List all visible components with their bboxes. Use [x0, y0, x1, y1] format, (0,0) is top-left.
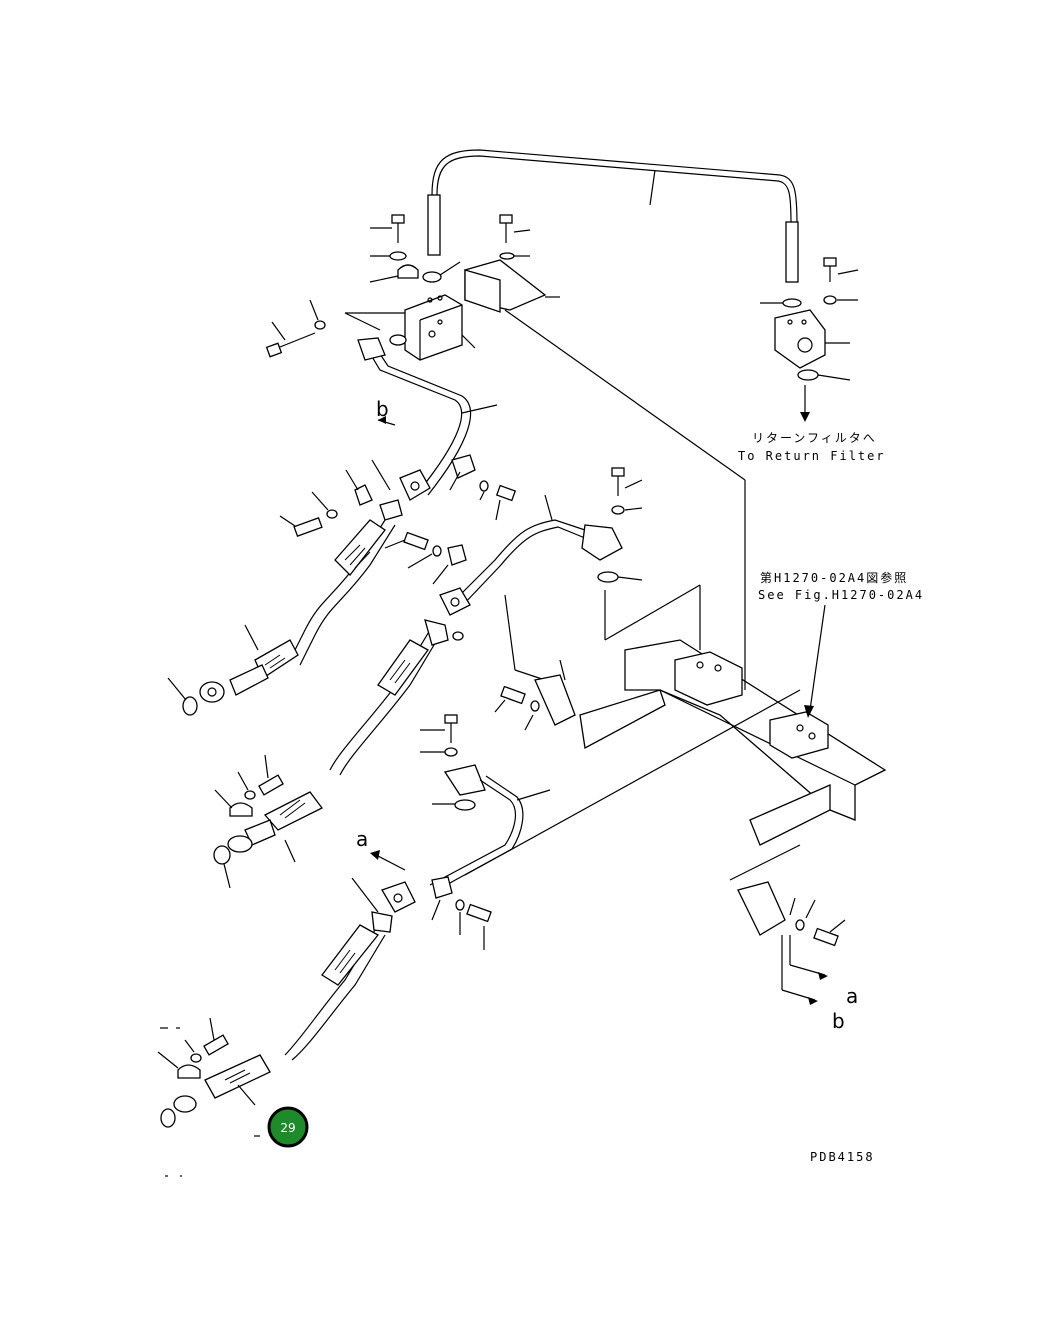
third-pipe [370, 714, 551, 950]
callout-b-bottom: b [832, 1009, 845, 1033]
return-filter-block [760, 257, 859, 422]
see-fig-label-en: See Fig.H1270-02A4 [758, 588, 924, 602]
upper-pipe-b [357, 337, 498, 501]
frame [464, 309, 887, 876]
first-hose-fittings [279, 454, 517, 537]
mid-bracket [494, 659, 576, 731]
callout-a-bottom: a [846, 984, 858, 1008]
see-fig-label-jp: 第H1270-02A4図参照 [760, 570, 908, 585]
see-fig-arrow [804, 604, 826, 718]
callout-a-top: a [356, 827, 368, 851]
badge-circle[interactable] [267, 1106, 309, 1148]
return-hose [427, 149, 799, 283]
badge-number: 29 [280, 1121, 295, 1135]
return-filter-label-jp: リターンフィルタへ [752, 431, 877, 445]
hose-2 [213, 619, 464, 889]
second-pipe [384, 467, 643, 616]
hose-3 [157, 877, 393, 1128]
upper-left-fittings [265, 214, 560, 361]
return-filter-label-en: To Return Filter [738, 449, 886, 463]
part-number-badge[interactable]: 29 [254, 1106, 309, 1148]
hose-1 [167, 519, 396, 716]
callout-b-top: b [376, 397, 389, 421]
drawing-code: PDB4158 [810, 1150, 875, 1164]
lower-bracket [729, 844, 846, 1005]
